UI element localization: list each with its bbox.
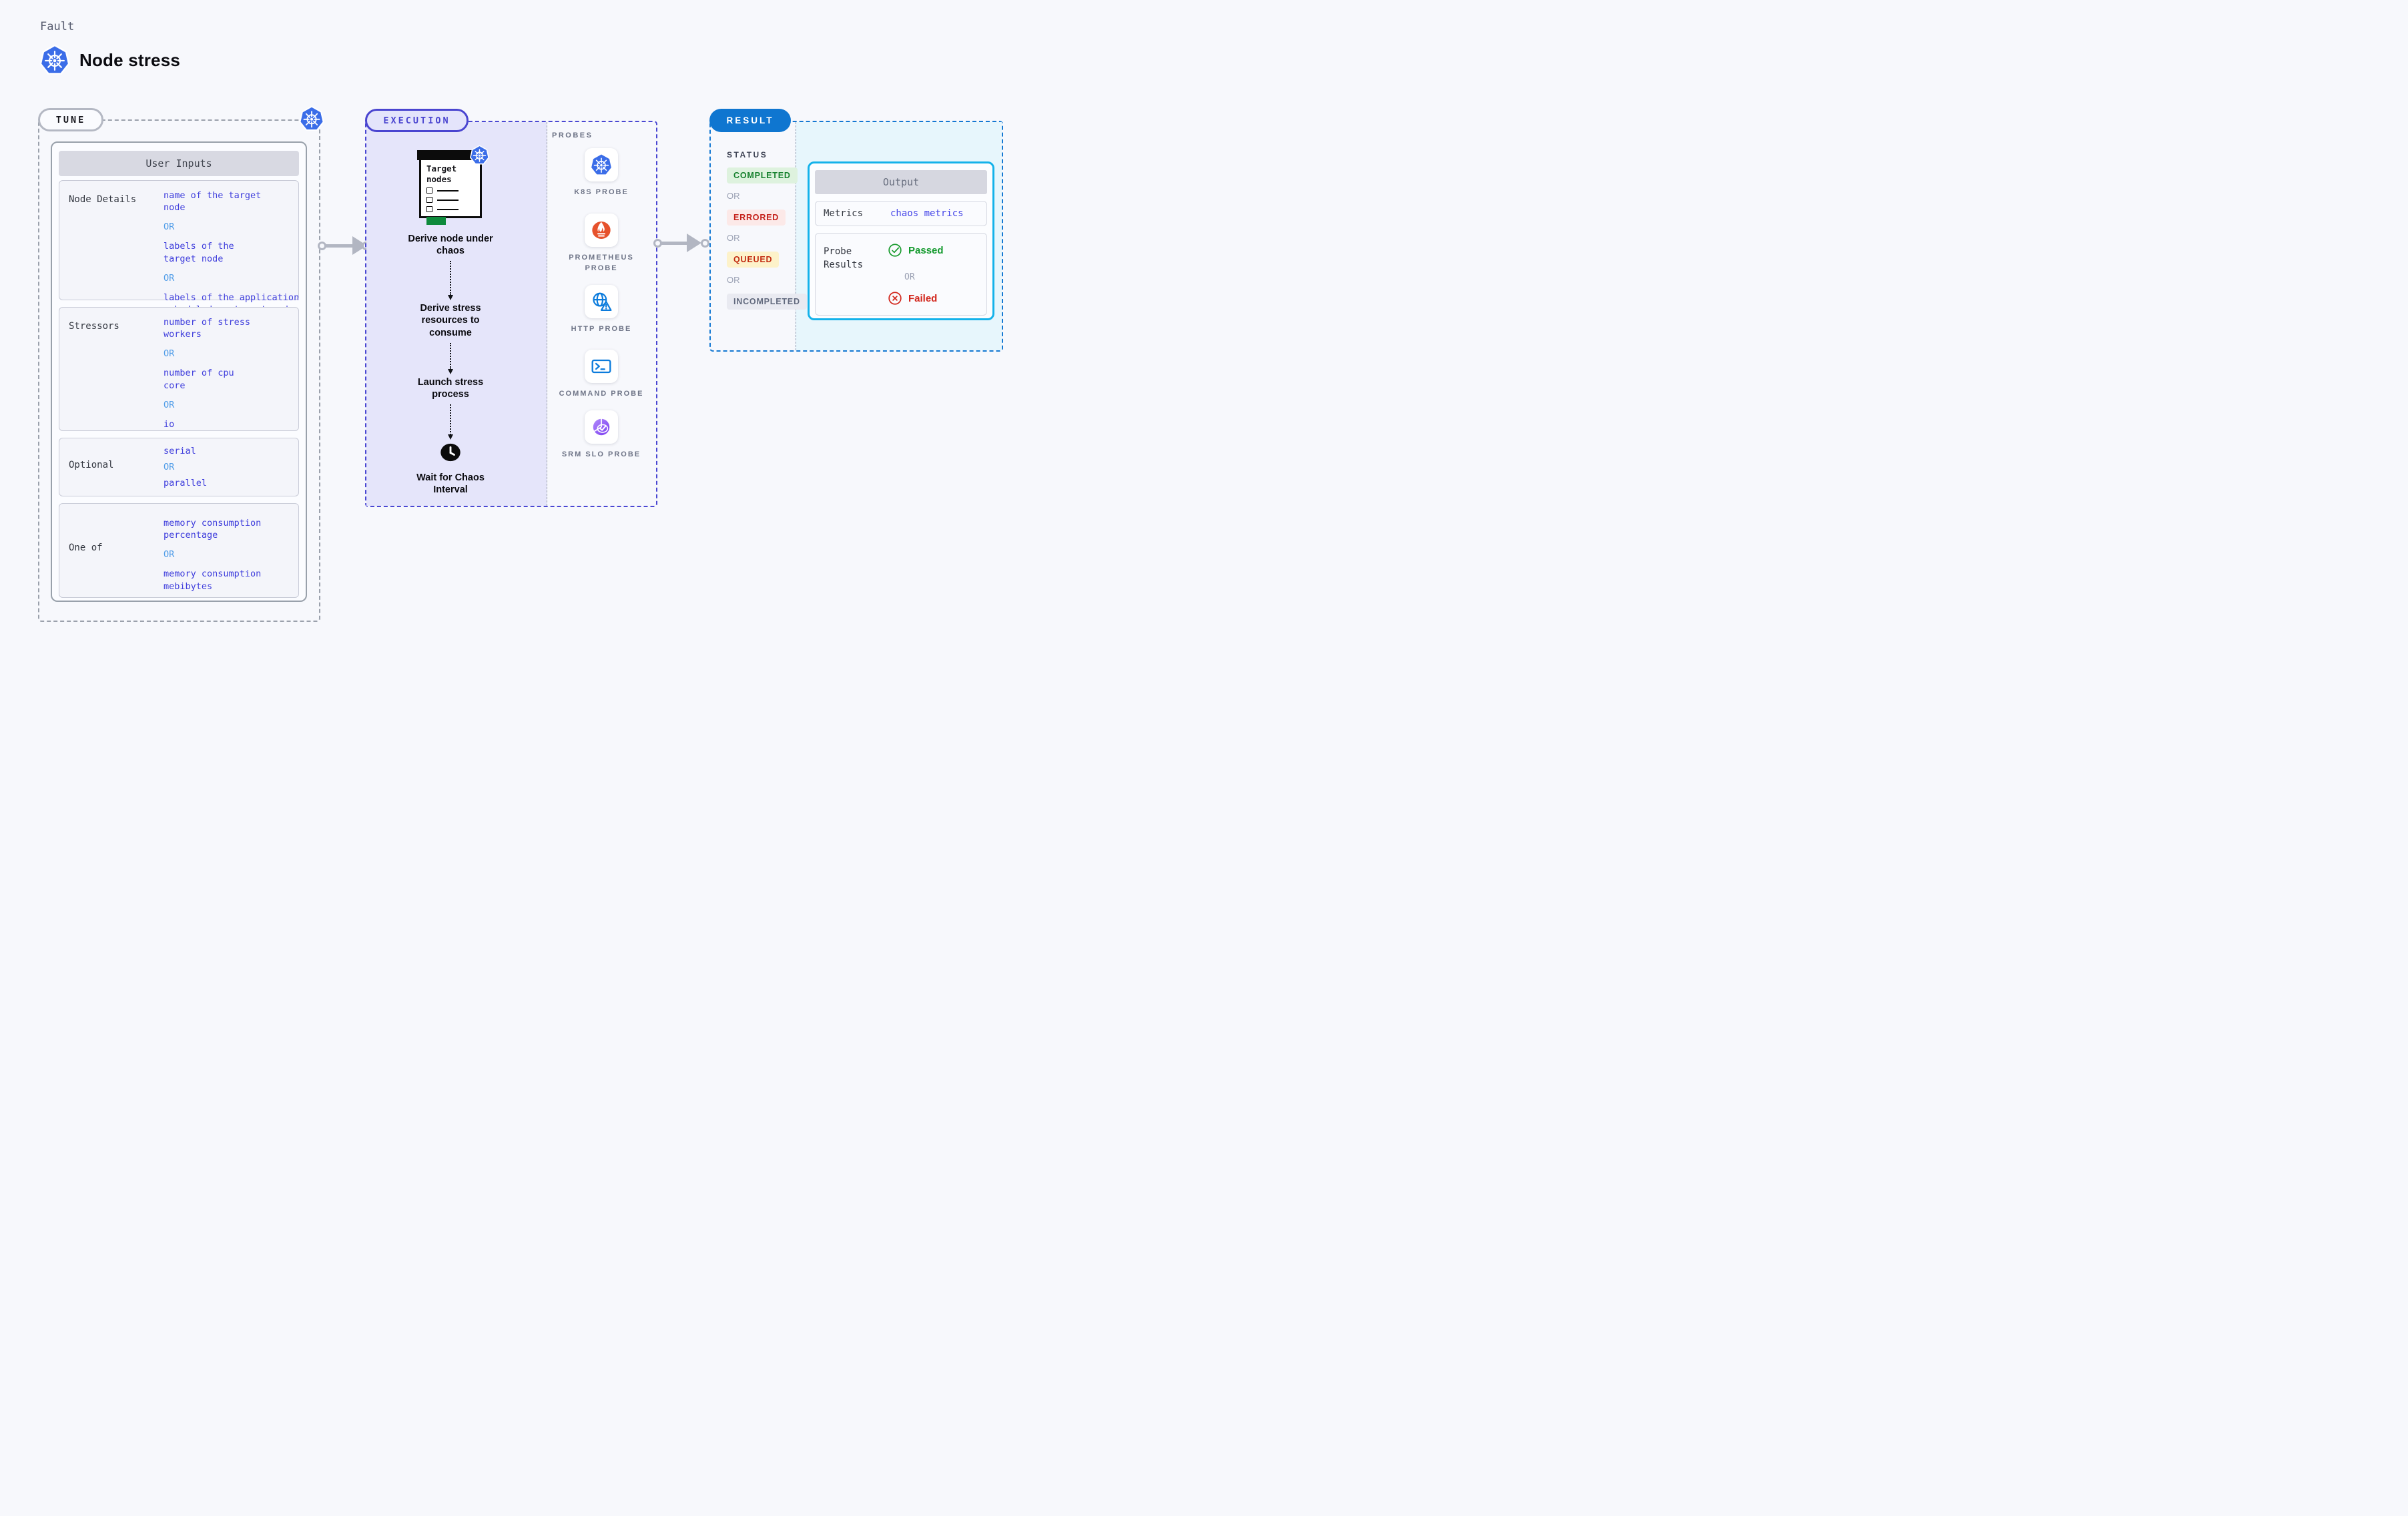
step-derive-node: Derive node under chaos [408,234,493,257]
step-launch-stress: Launch stress process [417,376,484,400]
row-value: name of the target node [164,190,262,214]
probe-results-row: Probe Results Passed OR Failed [815,233,987,316]
status-badge-errored: ERRORED [727,210,786,226]
execution-flow: Target nodes Derive node under chaos Der… [374,150,527,496]
probe-name: HTTP PROBE [571,325,632,334]
row-value: memory consumption percentage [164,518,262,541]
status-badge-completed: COMPLETED [727,167,798,183]
output-card: Output Metrics chaos metrics Probe Resul… [808,161,994,320]
kubernetes-icon [298,105,325,132]
output-header: Output [815,170,987,194]
or-separator: OR [164,348,175,360]
probe-card [584,410,618,444]
probe-http: HTTP PROBE [571,285,632,334]
probe-command: COMMAND PROBE [559,349,644,399]
x-circle-icon [888,291,902,306]
row-value: number of stress workers [164,317,251,340]
prometheus-flame-icon [589,218,613,242]
or-separator: OR [164,272,175,284]
probe-srm-slo: SRM SLO PROBE [562,410,641,460]
checkbox-icon [426,206,432,213]
connector-arrow [653,234,713,252]
table-row-node-details: Node Details name of the target node OR … [59,180,299,315]
probe-name: COMMAND PROBE [559,389,644,398]
table-row-stressors: Stressors number of stress workers OR nu… [59,307,299,431]
page-title: Node stress [79,49,181,70]
status-label: STATUS [727,150,768,159]
kubernetes-icon [39,44,71,76]
probe-result-failed: Failed [888,291,937,306]
tune-badge: TUNE [38,108,103,131]
kubernetes-icon [589,153,613,177]
row-label: One of [69,542,103,553]
metrics-label: Metrics [824,208,864,219]
checklist-item [426,197,480,204]
checkbox-icon [426,197,432,204]
kubernetes-icon [469,145,490,165]
or-separator: OR [164,399,175,410]
status-list: COMPLETED OR ERRORED OR QUEUED OR INCOMP… [727,167,807,317]
or-separator: OR [727,233,740,243]
row-value: serial [164,446,196,456]
result-section: STATUS COMPLETED OR ERRORED OR QUEUED OR… [709,121,1003,352]
probe-card [585,214,618,248]
globe-alert-icon [589,290,613,314]
metrics-row: Metrics chaos metrics [815,201,987,226]
table-row-one-of: One of memory consumption percentage OR … [59,503,299,598]
row-value: labels of the target node [164,241,234,264]
metrics-value: chaos metrics [890,208,964,219]
or-separator: OR [164,549,175,560]
row-value: number of cpu core [164,368,234,391]
probes-list: K8S PROBE PROMETHEUS PROBE HTTP PROBE CO… [553,148,650,460]
probe-k8s: K8S PROBE [574,148,629,198]
table-row-optional: Optional serial OR parallel [59,438,299,496]
flow-arrow-down [448,261,453,301]
status-badge-queued: QUEUED [727,252,780,268]
user-inputs-table: User Inputs Node Details name of the tar… [51,141,307,602]
row-label: Stressors [69,321,119,332]
probe-results-label: Probe Results [824,246,864,270]
status-badge-incompleted: INCOMPLETED [727,294,807,310]
probes-label: PROBES [552,131,593,139]
pie-check-icon [589,415,613,439]
terminal-icon [589,354,613,378]
probe-prometheus: PROMETHEUS PROBE [553,214,650,274]
row-label: Optional [69,460,114,470]
flow-arrow-down [448,404,453,440]
checklist-item [426,206,480,213]
check-circle-icon [888,243,902,258]
row-value: memory consumption mebibytes [164,568,262,592]
clock-icon [438,442,463,466]
probe-card [584,148,618,181]
target-nodes-clipboard: Target nodes [417,150,484,226]
clipboard-title: Target nodes [426,163,457,184]
probe-name: SRM SLO PROBE [561,450,641,458]
probe-name: K8S PROBE [574,188,629,196]
probe-card [585,349,618,383]
row-value: io [164,418,175,430]
fault-eyebrow: Fault [40,20,75,33]
progress-bar [426,217,446,226]
user-inputs-header: User Inputs [59,151,299,176]
or-separator: OR [164,462,175,473]
flow-arrow-down [448,342,453,374]
checkbox-icon [426,187,432,194]
execution-badge: EXECUTION [365,109,469,132]
step-derive-stress: Derive stress resources to consume [420,303,481,338]
page-header: Node stress [39,44,180,76]
checklist-item [426,187,480,194]
row-label: Node Details [69,194,137,205]
tune-section [38,119,320,622]
probe-name: PROMETHEUS PROBE [569,254,634,272]
result-badge: RESULT [709,109,791,132]
or-separator: OR [164,222,175,233]
clipboard-bar [417,150,484,160]
step-wait-interval: Wait for Chaos Interval [416,472,485,495]
probe-card [584,285,618,319]
row-value: parallel [164,478,208,489]
or-separator: OR [727,275,740,285]
or-separator: OR [904,272,915,282]
or-separator: OR [727,191,740,201]
probe-result-passed: Passed [888,243,944,258]
